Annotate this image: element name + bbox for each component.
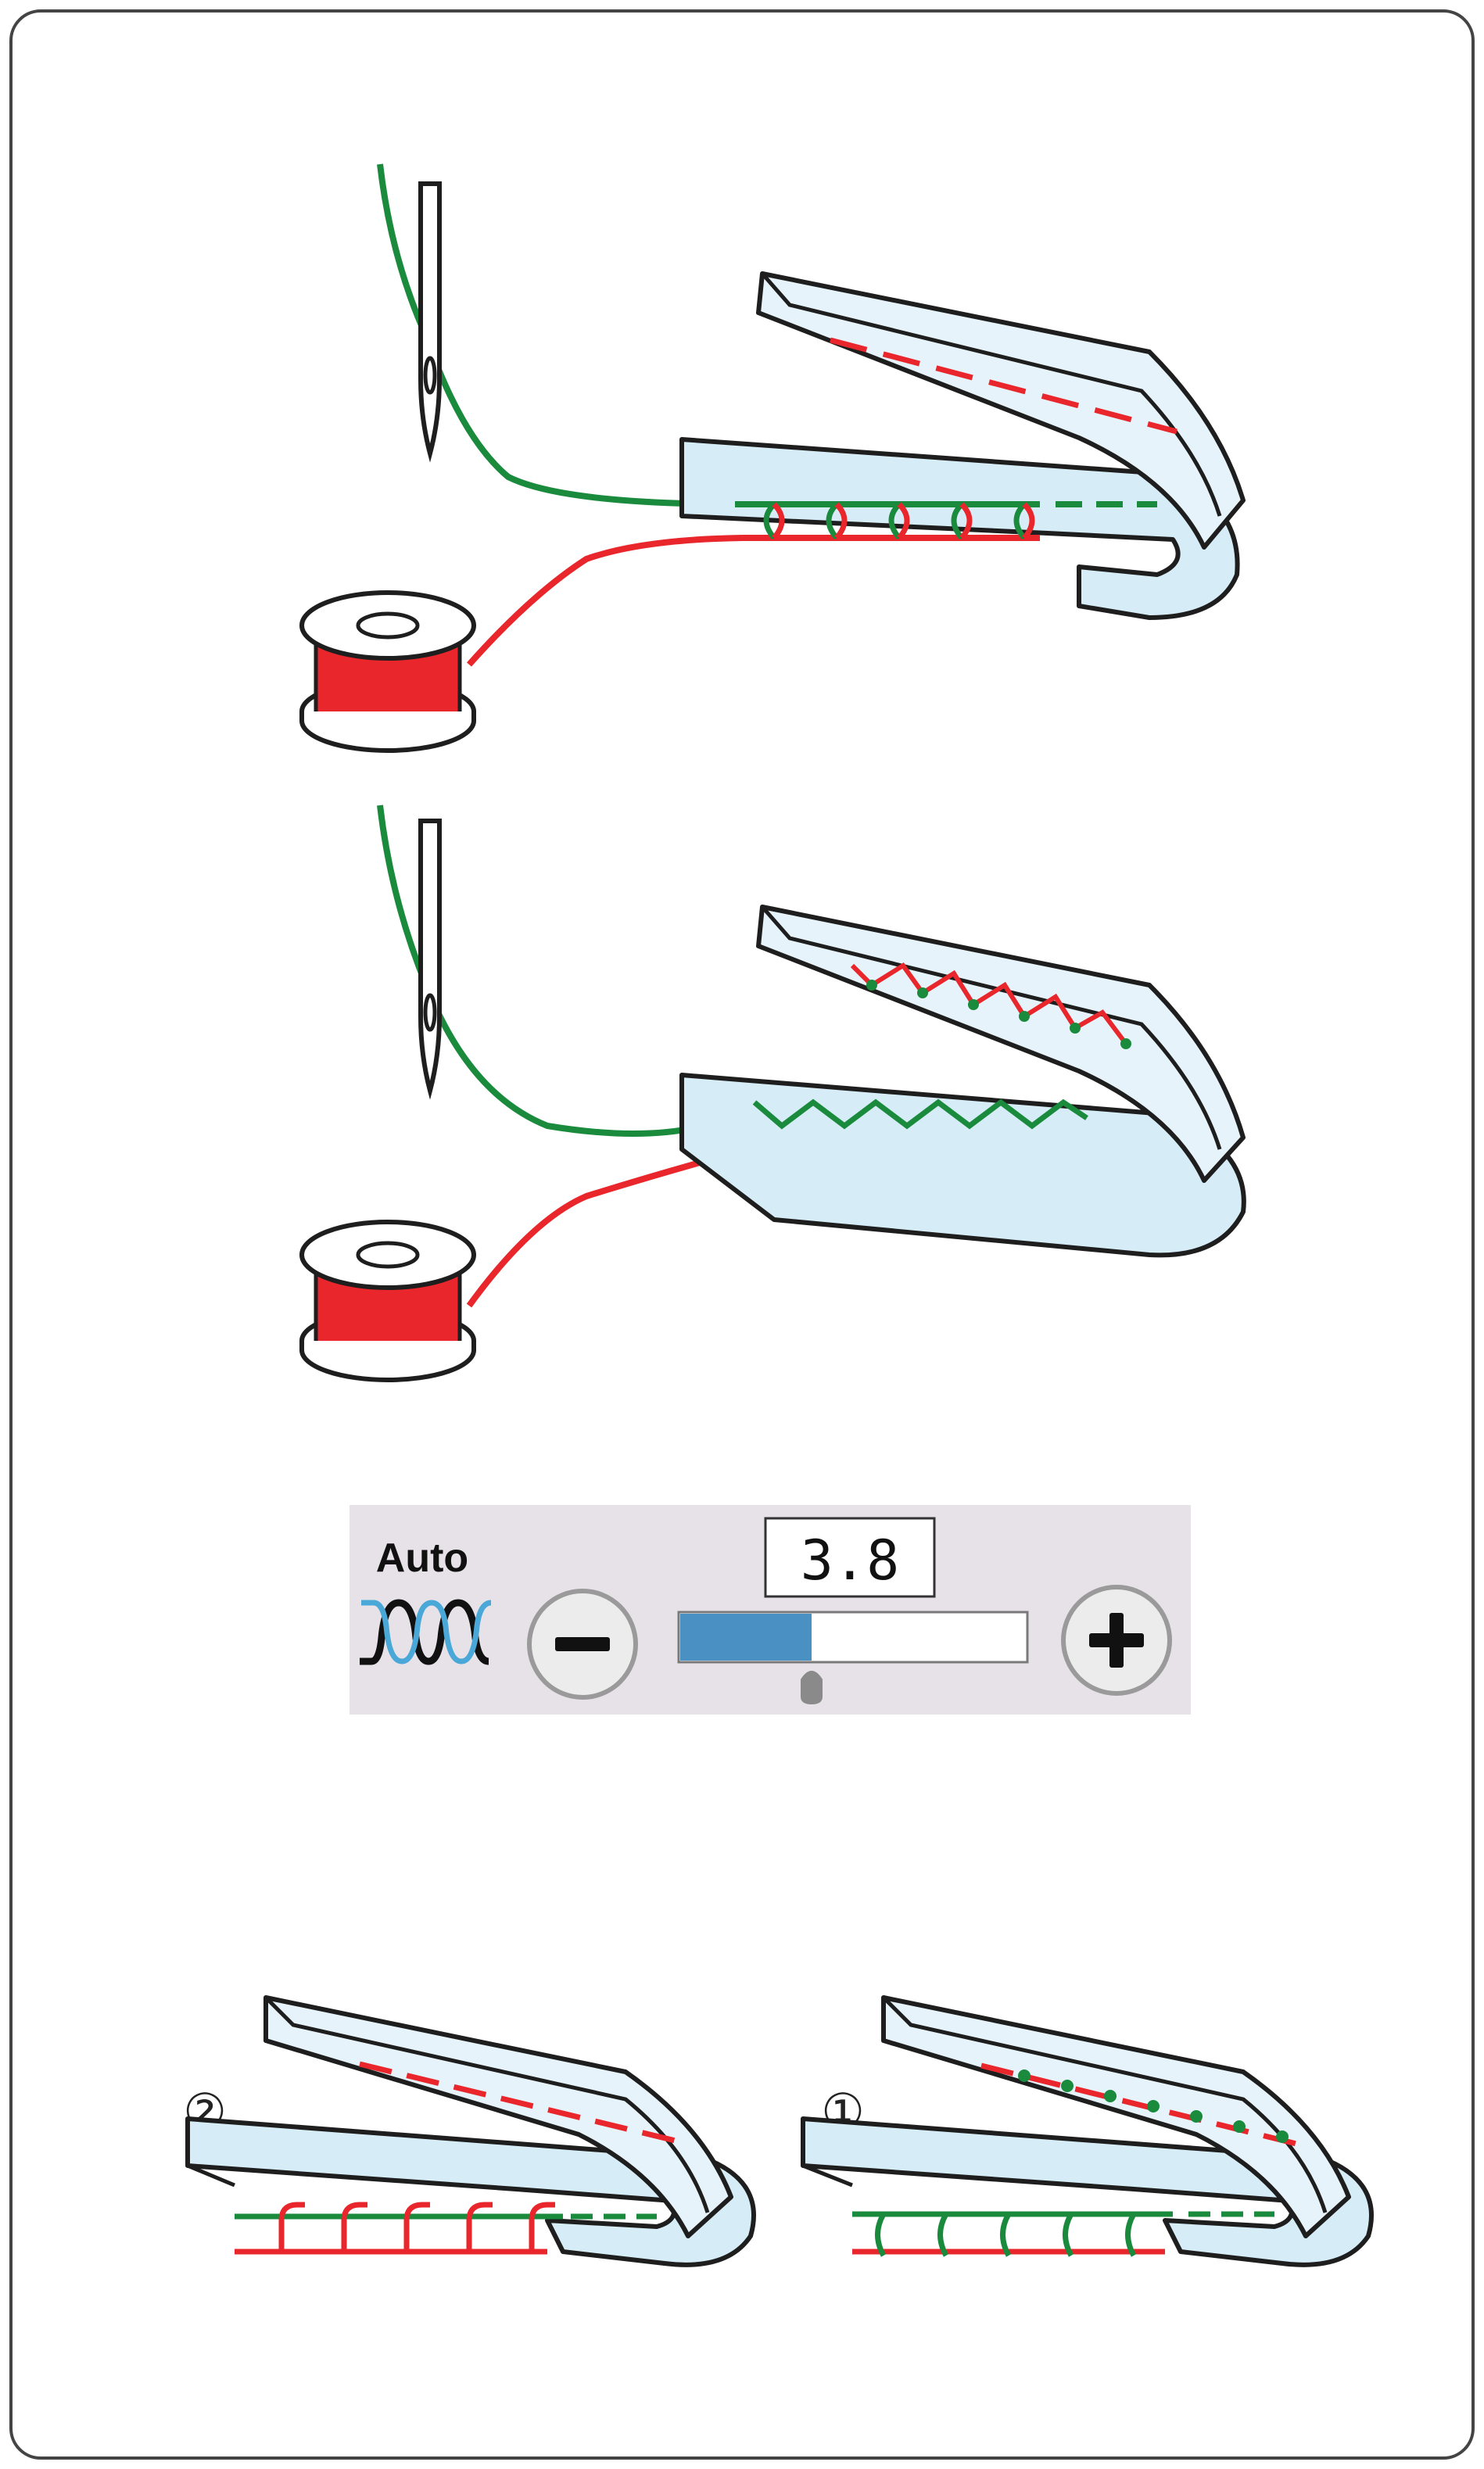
minus-icon xyxy=(555,1637,610,1651)
figure-tension-tight: ② xyxy=(183,1995,756,2267)
slider-fill xyxy=(680,1614,812,1661)
auto-tension-icon[interactable]: Auto xyxy=(360,1536,492,1665)
needle-icon xyxy=(421,184,439,453)
fabric-fold xyxy=(679,905,1246,1258)
tension-control-panel: Auto 3.8 xyxy=(349,1505,1191,1715)
fabric-fold xyxy=(679,271,1246,620)
needle-icon xyxy=(421,821,439,1091)
plus-icon xyxy=(1089,1613,1144,1668)
slider-thumb[interactable] xyxy=(801,1671,823,1704)
plus-button[interactable] xyxy=(1061,1585,1172,1696)
value-box xyxy=(764,1517,936,1598)
figure-balanced-tension xyxy=(302,163,1246,751)
bobbin-icon xyxy=(302,593,474,751)
minus-button[interactable] xyxy=(527,1589,638,1700)
figure-zigzag xyxy=(302,804,1246,1380)
tension-value: 3.8 xyxy=(801,1528,899,1593)
auto-label: Auto xyxy=(376,1536,468,1581)
figure-tension-loose: ① xyxy=(801,1995,1374,2267)
bobbin-icon xyxy=(302,1222,474,1380)
